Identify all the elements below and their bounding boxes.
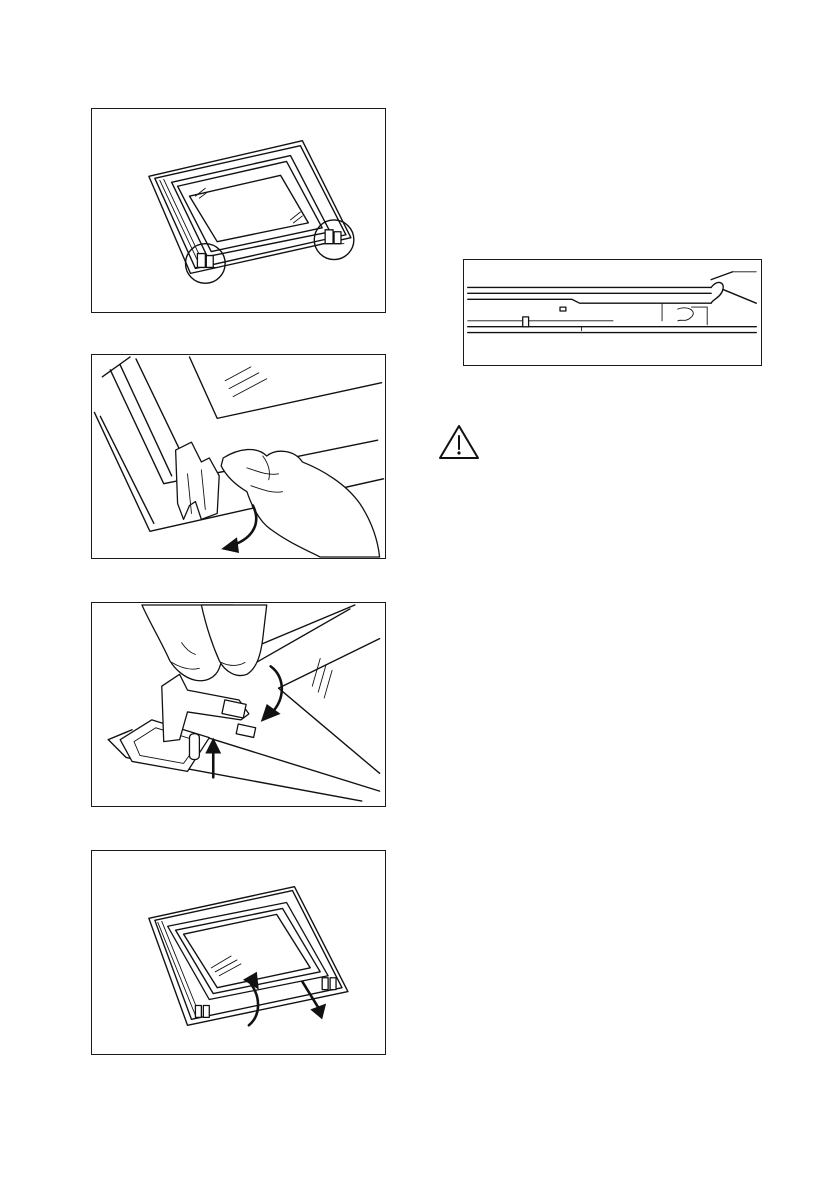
door-illustration-2 [92,355,385,558]
door-illustration-4 [92,851,385,1054]
figure-rotate-hinge-lock [91,354,386,559]
figure-remove-glass-panel [91,850,386,1055]
figure-lift-hinge-lever [91,602,386,807]
door-illustration-3 [92,603,385,806]
figure-glass-seal-detail [463,259,762,366]
warning-triangle-icon [438,424,480,460]
figure-door-hinge-locks [91,108,386,313]
door-illustration-1 [92,109,385,312]
seal-cross-section [464,260,761,365]
